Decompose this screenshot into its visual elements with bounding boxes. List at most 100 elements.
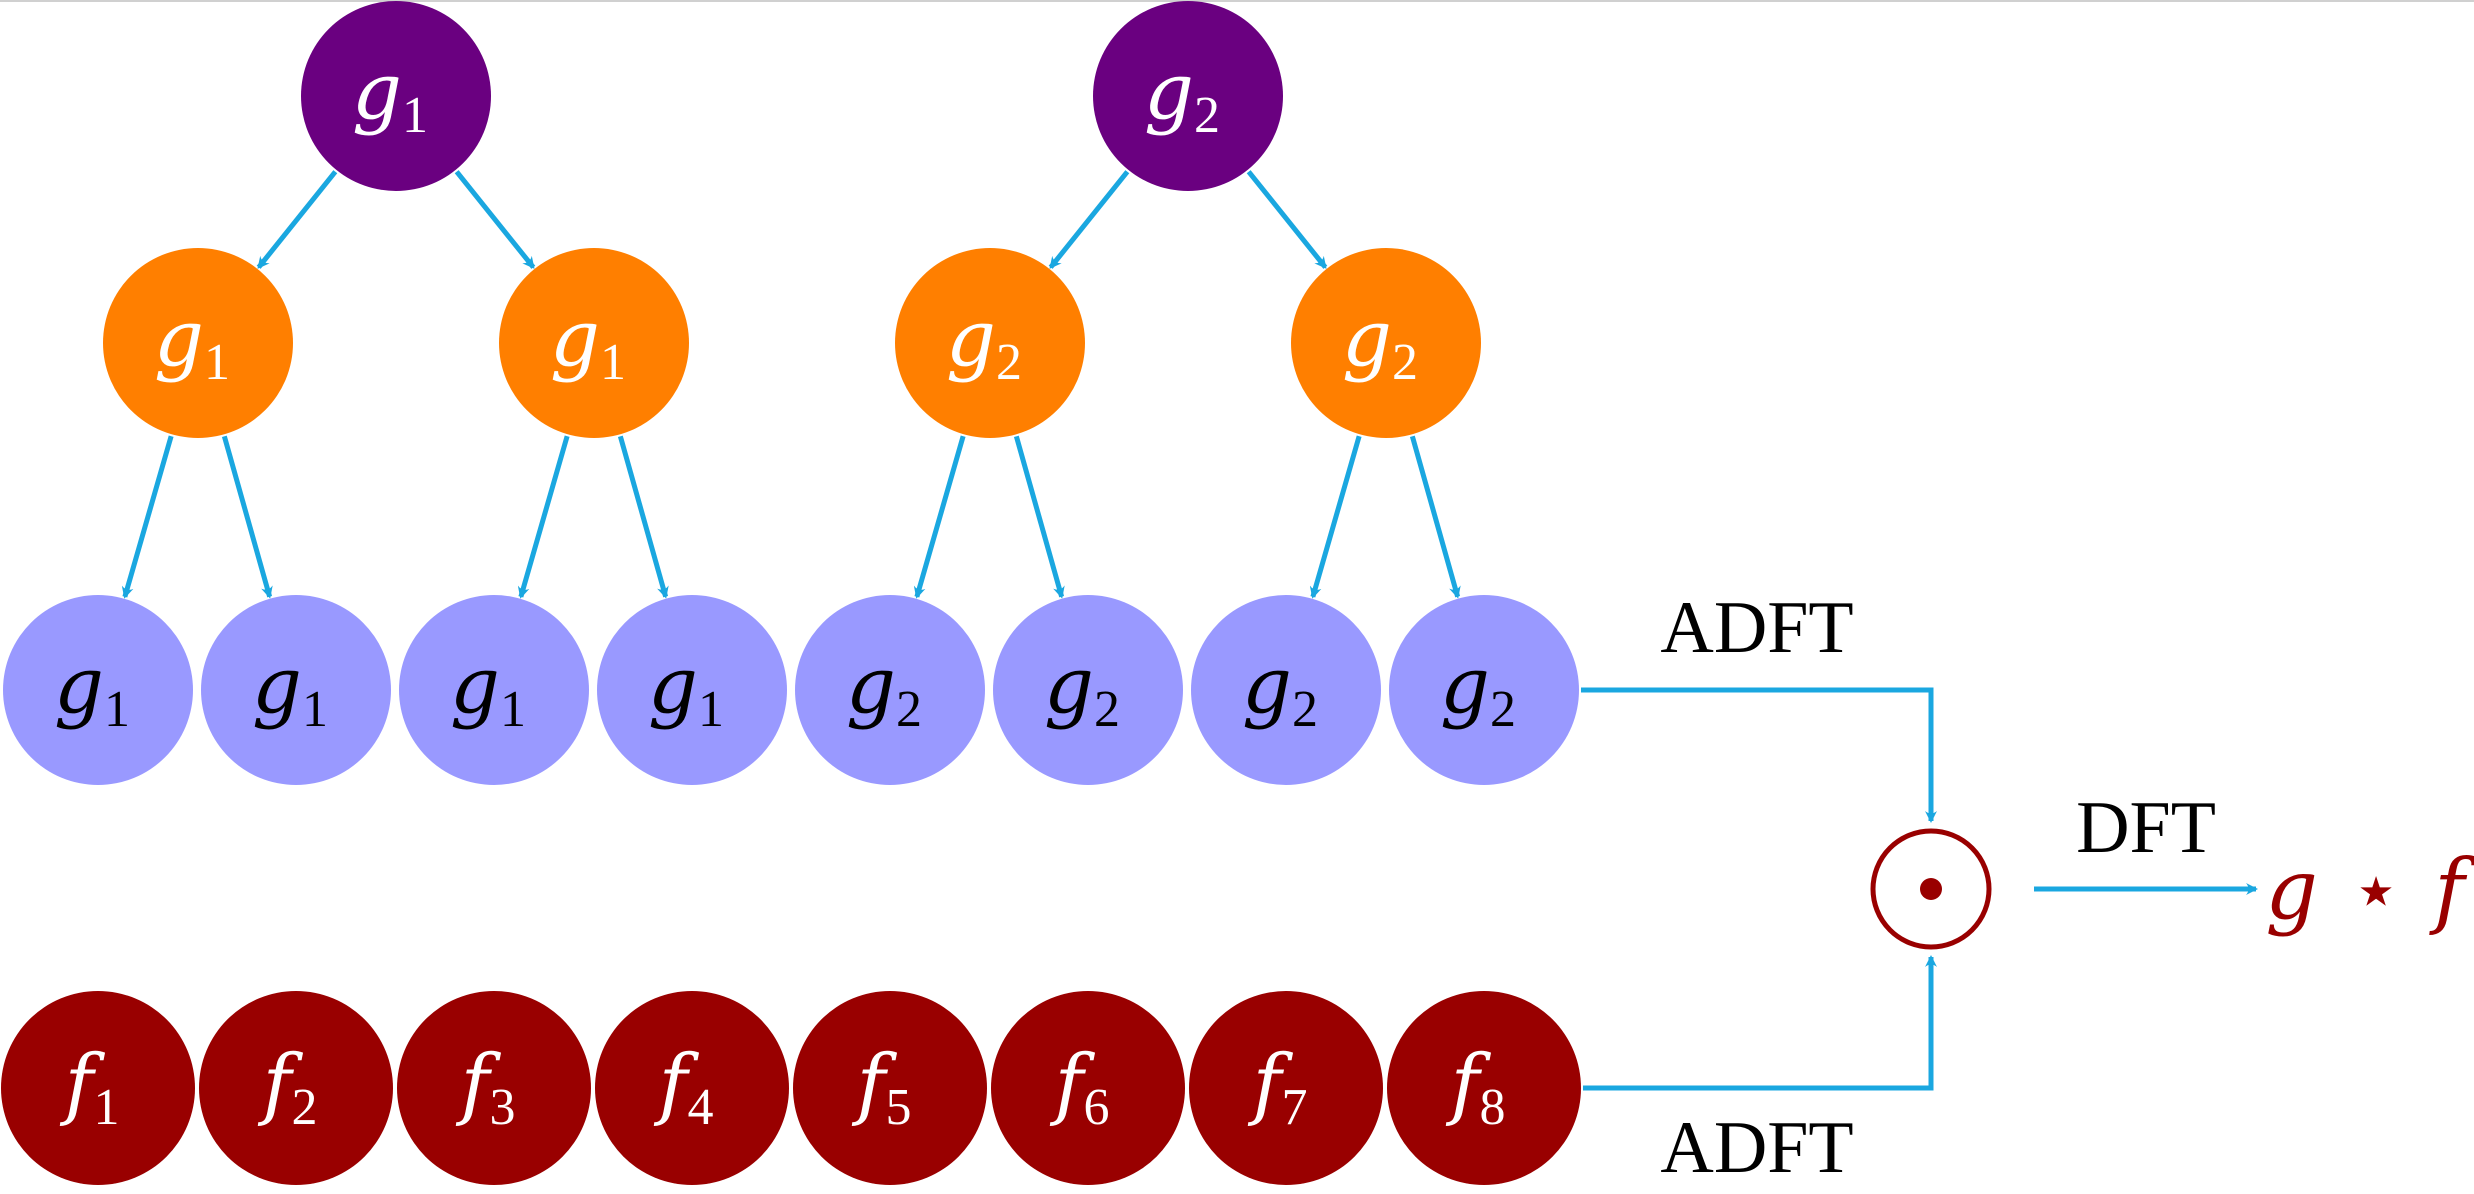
tree-1-leaf-node-3-circle [399,595,589,785]
tree-1-mid-node-2: g1 [499,248,689,438]
tree-1-mid-node-1-label: g1 [154,294,230,391]
tree-2-mid-node-1-label-base: g [946,294,996,384]
f-node-5-circle [793,991,987,1185]
pointwise-product-operator [1870,828,1992,950]
tree-1-edge-mid-2-leaf-1 [517,435,570,599]
tree-edges [121,170,1461,599]
result-left: g [2265,843,2318,938]
odot-center [1920,878,1942,900]
tree-2-leaf-node-2-circle [993,595,1183,785]
f-node-5-label-subscript: 5 [885,1079,911,1136]
tree-2-leaf-node-3-label: g2 [1242,641,1318,738]
f-node-1-label-subscript: 1 [93,1079,119,1136]
tree-2-leaf-node-4-label-base: g [1440,641,1490,731]
tree-2-leaf-node-2-label: g2 [1044,641,1120,738]
tree-1-leaf-node-4-label-base: g [648,641,698,731]
f-node-3-circle [397,991,591,1185]
tree-2-root-node-label-base: g [1144,47,1194,137]
f-node-4: f4 [595,991,789,1185]
f-node-2-label-subscript: 2 [291,1079,317,1136]
adft-top-label: ADFT [1660,587,1853,669]
adft-bottom-connector [1583,955,1937,1091]
tree-2-edge-mid-2-leaf-2 [1409,435,1461,599]
tree-2-leaf-node-2-label-subscript: 2 [1094,681,1120,738]
f-node-2-circle [199,991,393,1185]
tree-2-mid-node-2-label-subscript: 2 [1392,334,1418,391]
f-node-3-label-subscript: 3 [489,1079,515,1136]
tree-2-leaf-node-4: g2 [1389,595,1579,785]
tree-2-root-node-label: g2 [1144,47,1220,144]
tree-1-edge-mid-1-leaf-1 [121,435,174,599]
adft-bottom-label: ADFT [1660,1107,1853,1189]
tree-2-mid-node-1: g2 [895,248,1085,438]
tree-2-mid-node-2: g2 [1291,248,1481,438]
tree-1-leaf-node-1-label-subscript: 1 [104,681,130,738]
tree-2-mid-node-1-label: g2 [946,294,1022,391]
tree-2-leaf-node-1-label-subscript: 2 [896,681,922,738]
tree-1-mid-node-1: g1 [103,248,293,438]
tree-1-root-node: g1 [301,1,491,191]
tree-1-root-node-label-base: g [352,47,402,137]
tree-1-edge-mid-1-leaf-2 [221,435,273,599]
tree-1-leaf-node-2: g1 [201,595,391,785]
tree-1-leaf-node-4-label: g1 [648,641,724,738]
tree-1-leaf-node-3: g1 [399,595,589,785]
tree-2-leaf-node-3-label-subscript: 2 [1292,681,1318,738]
f-node-1: f1 [1,991,195,1185]
tree-2-leaf-node-3-label-base: g [1242,641,1292,731]
f-node-5-label: f5 [852,1039,912,1136]
f-node-8: f8 [1387,991,1581,1185]
tree-2-leaf-node-4-circle [1389,595,1579,785]
f-node-2: f2 [199,991,393,1185]
tree-1-leaf-node-4: g1 [597,595,787,785]
f-node-6-label-subscript: 6 [1083,1079,1109,1136]
tree-1-leaf-node-1: g1 [3,595,193,785]
tree-2-leaf-node-4-label-subscript: 2 [1490,681,1516,738]
tree-2-leaf-node-2-label-base: g [1044,641,1094,731]
f-node-4-label: f4 [654,1039,714,1136]
f-node-7-label-subscript: 7 [1281,1079,1307,1136]
f-node-7-circle [1189,991,1383,1185]
tree-2-root-node-label-subscript: 2 [1194,87,1220,144]
tree-2-edge-mid-1-leaf-2 [1013,435,1065,599]
result-right: f [2428,843,2474,938]
tree-2-root-node-circle [1093,1,1283,191]
tree-2-edge-root-mid-2 [1246,170,1328,269]
f-node-4-label-subscript: 4 [687,1079,713,1136]
tree-2-edge-mid-2-leaf-1 [1309,435,1362,599]
tree-1-mid-node-1-circle [103,248,293,438]
tree-1-root-node-label-subscript: 1 [402,87,428,144]
tree-1-leaf-node-3-label-base: g [450,641,500,731]
flow-connectors [1581,687,2258,1091]
tree-1-edge-mid-2-leaf-2 [617,435,669,599]
tree-2-leaf-node-1: g2 [795,595,985,785]
tree-1-mid-node-2-circle [499,248,689,438]
f-node-3: f3 [397,991,591,1185]
tree-1-leaf-node-3-label-subscript: 1 [500,681,526,738]
tree-2-leaf-node-1-circle [795,595,985,785]
tree-2-mid-node-2-circle [1291,248,1481,438]
f-node-1-circle [1,991,195,1185]
tree-1-mid-node-1-label-base: g [154,294,204,384]
tree-2-leaf-node-1-label-base: g [846,641,896,731]
tree-1-mid-node-2-label: g1 [550,294,626,391]
f-node-5: f5 [793,991,987,1185]
tree-1-root-node-circle [301,1,491,191]
tree-1-leaf-node-2-label-subscript: 1 [302,681,328,738]
odot-ring [1870,828,1992,950]
tree-2-leaf-node-3: g2 [1191,595,1381,785]
result-expression: g ⋆ f [2265,843,2474,938]
tree-2-mid-node-2-label: g2 [1342,294,1418,391]
tree-2-edge-root-mid-1 [1048,170,1130,269]
f-node-7: f7 [1189,991,1383,1185]
tree-1-leaf-node-2-label: g1 [252,641,328,738]
f-node-8-circle [1387,991,1581,1185]
f-node-8-label-subscript: 8 [1479,1079,1505,1136]
tree-2-mid-node-1-label-subscript: 2 [996,334,1022,391]
tree-1-mid-node-2-label-base: g [550,294,600,384]
tree-1-edge-root-mid-1 [256,170,338,269]
tree-2-leaf-node-3-circle [1191,595,1381,785]
tree-1-leaf-node-2-circle [201,595,391,785]
